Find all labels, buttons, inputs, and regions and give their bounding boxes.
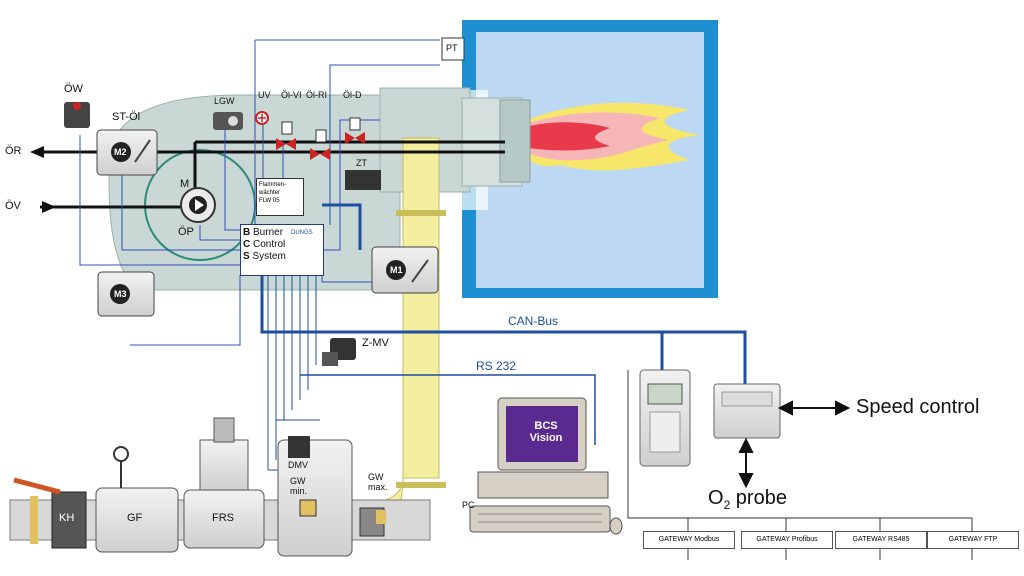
label-gw-max: GW max. <box>368 472 388 492</box>
bcs-line-1: B Burner <box>241 225 323 239</box>
o2-probe-label: O2 probe <box>708 487 787 512</box>
speed-control-label: Speed control <box>856 396 980 418</box>
bcs-line-2: C Control <box>241 239 323 251</box>
label-uv: UV <box>258 90 271 100</box>
label-frs: FRS <box>212 512 234 524</box>
bcs-letter-c: C <box>243 239 251 250</box>
label-oil-d: Öl-D <box>343 90 362 100</box>
label-pc: PC <box>462 500 475 510</box>
flame-monitor-text: Flammen- wächter FLW 05 <box>259 182 287 204</box>
pc-screen-line-2: Vision <box>529 432 563 444</box>
label-oil-pump: ÖP <box>178 226 194 238</box>
vsd-module <box>713 383 781 439</box>
bcs-letter-b: B <box>243 227 251 238</box>
o2-subscript: 2 <box>723 498 731 512</box>
gas-train <box>9 417 431 557</box>
arrows <box>738 400 851 489</box>
label-motor: M <box>180 178 190 190</box>
pilot-valve-zmv <box>322 338 356 366</box>
pc-screen-text: BCS Vision <box>512 420 580 444</box>
o2-suffix: probe <box>730 487 787 509</box>
pressure-switch-ow <box>64 102 90 128</box>
bcs-word-system: System <box>252 251 286 262</box>
oil-valves <box>276 117 365 160</box>
label-gf: GF <box>127 512 143 524</box>
label-kh: KH <box>59 512 75 524</box>
air-duct <box>349 137 446 541</box>
label-gw-min: GW min. <box>290 476 308 496</box>
ignition-transformer <box>345 170 381 190</box>
flame <box>515 102 700 171</box>
rs232-label: RS 232 <box>476 359 517 373</box>
gateway-ftp: GATEWAY FTP <box>927 531 1019 549</box>
pressure-transmitter <box>441 37 465 61</box>
label-oil-supply: ÖV <box>5 200 21 212</box>
control-wiring <box>79 39 440 346</box>
can-bus-line <box>260 203 747 385</box>
gateway-rs485: GATEWAY RS485 <box>835 531 927 549</box>
flame-monitor-box: Flammen- wächter FLW 05 <box>256 178 304 216</box>
label-zt: ZT <box>356 158 367 168</box>
bcs-line-3: S System <box>241 251 323 263</box>
burner-control-system-box: DUNGS B Burner C Control S System <box>240 224 324 276</box>
label-oil-return: ÖR <box>5 145 22 157</box>
signal-bundle <box>267 275 320 471</box>
label-m2: M2 <box>114 147 127 157</box>
oil-arrows <box>30 146 56 213</box>
uv-sensor <box>255 111 269 125</box>
pc-computer <box>469 397 623 535</box>
gateway-profibus: GATEWAY Profibus <box>741 531 833 549</box>
o2-controller-module <box>639 369 691 467</box>
bcs-word-control: Control <box>253 239 286 250</box>
o2-prefix: O <box>708 487 724 509</box>
actuator-m1 <box>371 246 439 294</box>
label-ow: ÖW <box>64 83 83 95</box>
label-lgw: LGW <box>214 96 235 106</box>
oil-pump-motor <box>180 187 216 223</box>
label-oil-vi: Öl-VI <box>281 90 302 100</box>
bcs-word-burner: Burner <box>253 227 284 238</box>
actuator-m2 <box>96 129 158 176</box>
pc-screen-line-1: BCS <box>534 420 558 432</box>
label-st-oil: ST-Öl <box>112 111 141 123</box>
label-m3: M3 <box>114 289 127 299</box>
label-oil-ri: Öl-RI <box>306 90 327 100</box>
label-dmv: DMV <box>288 460 308 470</box>
gateway-tree <box>627 370 973 560</box>
gateway-modbus: GATEWAY Modbus <box>643 531 735 549</box>
air-pressure-switch-lgw <box>213 112 243 130</box>
label-m1: M1 <box>390 265 403 275</box>
can-bus-label: CAN-Bus <box>508 314 559 328</box>
bcs-brand: DUNGS <box>291 230 313 236</box>
label-z-mv: Z-MV <box>362 337 389 349</box>
actuator-m3 <box>97 271 155 317</box>
label-pt: PT <box>446 43 458 53</box>
rs232-line <box>300 374 596 445</box>
bcs-letter-s: S <box>243 251 250 262</box>
